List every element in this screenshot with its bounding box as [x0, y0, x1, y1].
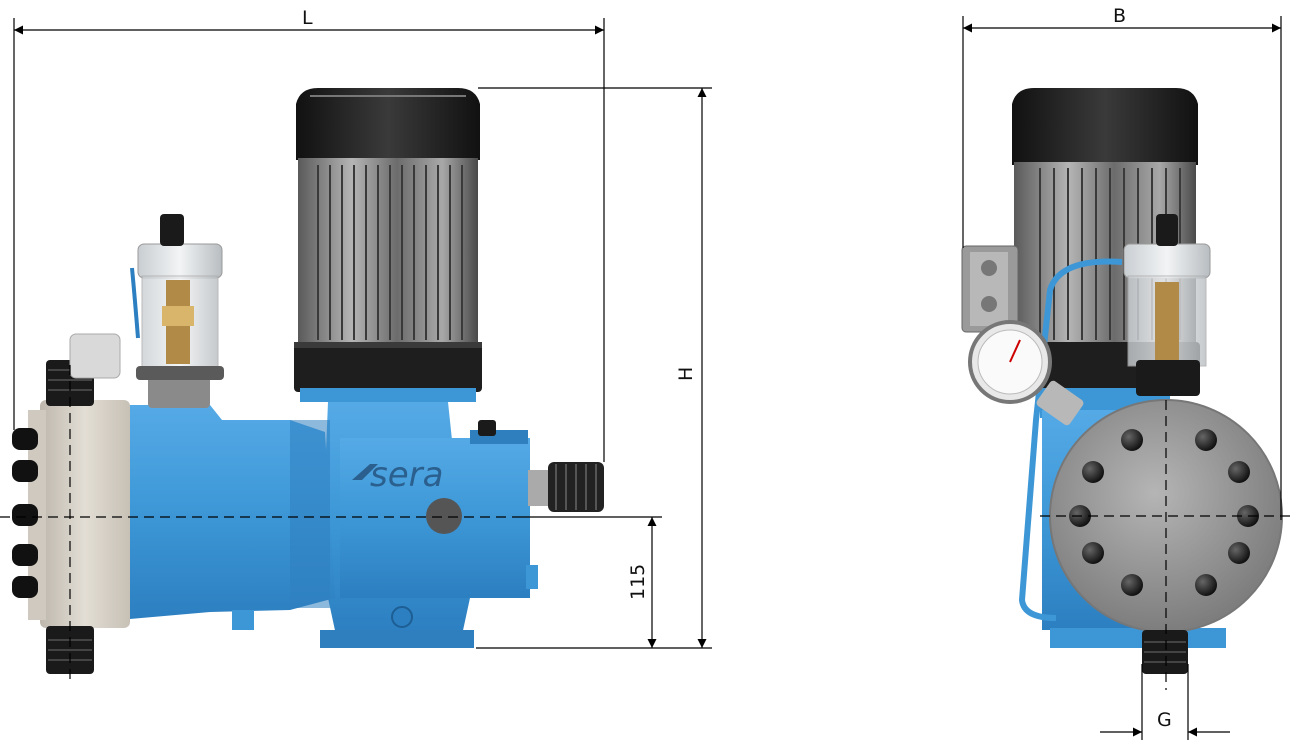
- dim-connection-label: G: [1157, 709, 1172, 731]
- terminal-box: [961, 245, 1019, 333]
- stroke-adjust-cap: [426, 498, 462, 534]
- valve-bracket: [69, 333, 121, 379]
- brand-logo-text: sera: [370, 455, 443, 495]
- motor-fan-cover: [296, 88, 480, 160]
- suction-connection-front: [1142, 630, 1188, 674]
- sera-logo: sera: [352, 455, 443, 495]
- dim-width-label: B: [1113, 5, 1126, 27]
- side-lug: [526, 565, 538, 589]
- dimension-lines: [13, 16, 1282, 740]
- dim-height-label: H: [675, 367, 697, 381]
- oil-plug: [478, 420, 496, 436]
- pressure-gauge: [968, 320, 1084, 426]
- indicator-window: [391, 606, 413, 628]
- head-bolts-side: [12, 428, 38, 598]
- diaphragm-head-side: [28, 400, 130, 628]
- motor-fan-cover-front: [1012, 88, 1198, 165]
- leakage-tube-front: [1018, 258, 1123, 621]
- pump-body: [118, 405, 335, 630]
- side-view: sera: [0, 88, 604, 680]
- dim-length-label: L: [302, 7, 313, 29]
- dim-axis-height-label: 115: [627, 564, 649, 600]
- suction-connection: [46, 626, 94, 674]
- leakage-reservoir-side: [130, 214, 224, 408]
- motor-body: [294, 158, 482, 392]
- front-view: [961, 88, 1293, 690]
- stroke-adjustment-knob: [528, 462, 604, 512]
- leakage-reservoir-front: [1123, 214, 1211, 396]
